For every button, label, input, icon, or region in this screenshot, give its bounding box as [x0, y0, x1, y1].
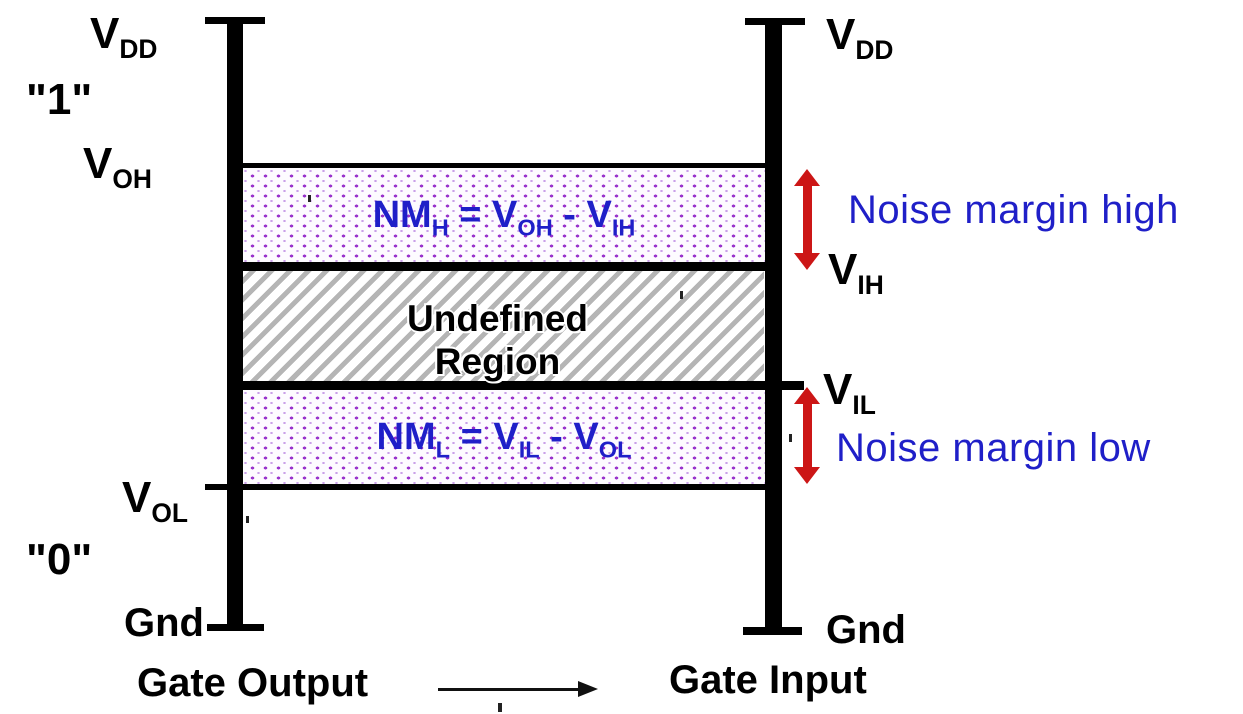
vol-level-line	[205, 484, 765, 490]
noise-margin-low-band: NML = VIL - VOL	[243, 390, 765, 484]
arrow-down-head-icon	[794, 467, 820, 484]
undefined-region-band: Undefined Region	[231, 271, 764, 382]
vdd-label-right: VDD	[826, 10, 894, 65]
arrow-up-head-icon	[794, 169, 820, 186]
vil-label: VIL	[823, 365, 876, 420]
arrow-line	[438, 687, 578, 691]
gate-output-rail-top-cap	[205, 17, 265, 24]
vdd-label-left: VDD	[90, 9, 158, 64]
gate-output-rail	[227, 17, 243, 631]
arrow-up-head-icon	[794, 387, 820, 404]
undefined-region-label-line2: Region	[434, 341, 561, 382]
vih-label: VIH	[828, 245, 884, 300]
stray-mark	[498, 703, 502, 712]
nmh-formula: NMH = VOH - VIH	[372, 193, 636, 241]
arrow-right-head-icon	[578, 681, 598, 697]
nml-formula: NML = VIL - VOL	[376, 415, 632, 463]
output-to-input-arrow-icon	[438, 681, 598, 697]
noise-margin-high-band: NMH = VOH - VIH	[243, 168, 765, 262]
stray-mark	[680, 291, 683, 299]
stray-mark	[308, 195, 311, 202]
voh-label: VOH	[83, 139, 152, 194]
gnd-label-left: Gnd	[124, 601, 204, 645]
vol-label: VOL	[122, 473, 189, 528]
logic-zero-label: "0"	[26, 535, 93, 584]
undefined-region-label-line1: Undefined	[407, 298, 588, 339]
stray-mark	[789, 434, 792, 442]
arrow-shaft	[802, 186, 812, 253]
gate-input-rail	[765, 18, 782, 633]
arrow-down-head-icon	[794, 253, 820, 270]
noise-margin-high-arrow-icon	[794, 169, 820, 270]
logic-one-label: "1"	[26, 75, 93, 124]
voh-level-line	[242, 163, 765, 168]
vih-level-line	[227, 262, 782, 271]
noise-margin-low-arrow-icon	[794, 387, 820, 484]
stray-mark	[246, 516, 249, 523]
gate-input-rail-top-cap	[745, 18, 805, 25]
arrow-shaft	[802, 404, 812, 467]
gate-output-label: Gate Output	[137, 661, 369, 705]
vil-level-line	[227, 381, 804, 390]
gnd-label-right: Gnd	[826, 608, 906, 652]
noise-margin-low-label: Noise margin low	[836, 426, 1151, 470]
gate-output-rail-bottom-cap	[207, 624, 264, 631]
noise-margin-high-label: Noise margin high	[848, 188, 1179, 232]
gate-input-rail-bottom-cap	[743, 627, 802, 635]
gate-input-label: Gate Input	[669, 658, 867, 702]
